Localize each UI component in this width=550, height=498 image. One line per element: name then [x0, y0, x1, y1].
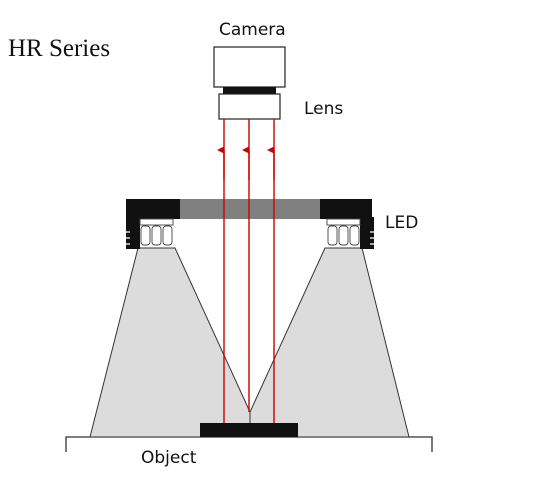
reflected-rays — [217, 119, 275, 423]
object-block — [200, 423, 298, 437]
camera-label: Camera — [219, 20, 286, 40]
led-label: LED — [385, 213, 419, 233]
object-base-line — [65, 436, 433, 452]
lens-label: Lens — [304, 99, 344, 119]
camera-body — [213, 46, 286, 88]
series-title: HR Series — [8, 35, 111, 62]
left-light-cone — [89, 247, 251, 438]
led-right-arm — [360, 217, 374, 249]
led-right-chips — [326, 218, 361, 246]
object-label: Object — [141, 448, 197, 468]
led-left-chips — [139, 218, 174, 246]
lens-body — [218, 93, 281, 120]
led-left-notches — [126, 231, 130, 245]
lens-mount — [223, 87, 276, 94]
led-left-arm — [126, 217, 140, 249]
right-light-cone — [249, 247, 410, 438]
led-right-notches — [370, 231, 374, 245]
led-diffuser — [180, 199, 320, 219]
